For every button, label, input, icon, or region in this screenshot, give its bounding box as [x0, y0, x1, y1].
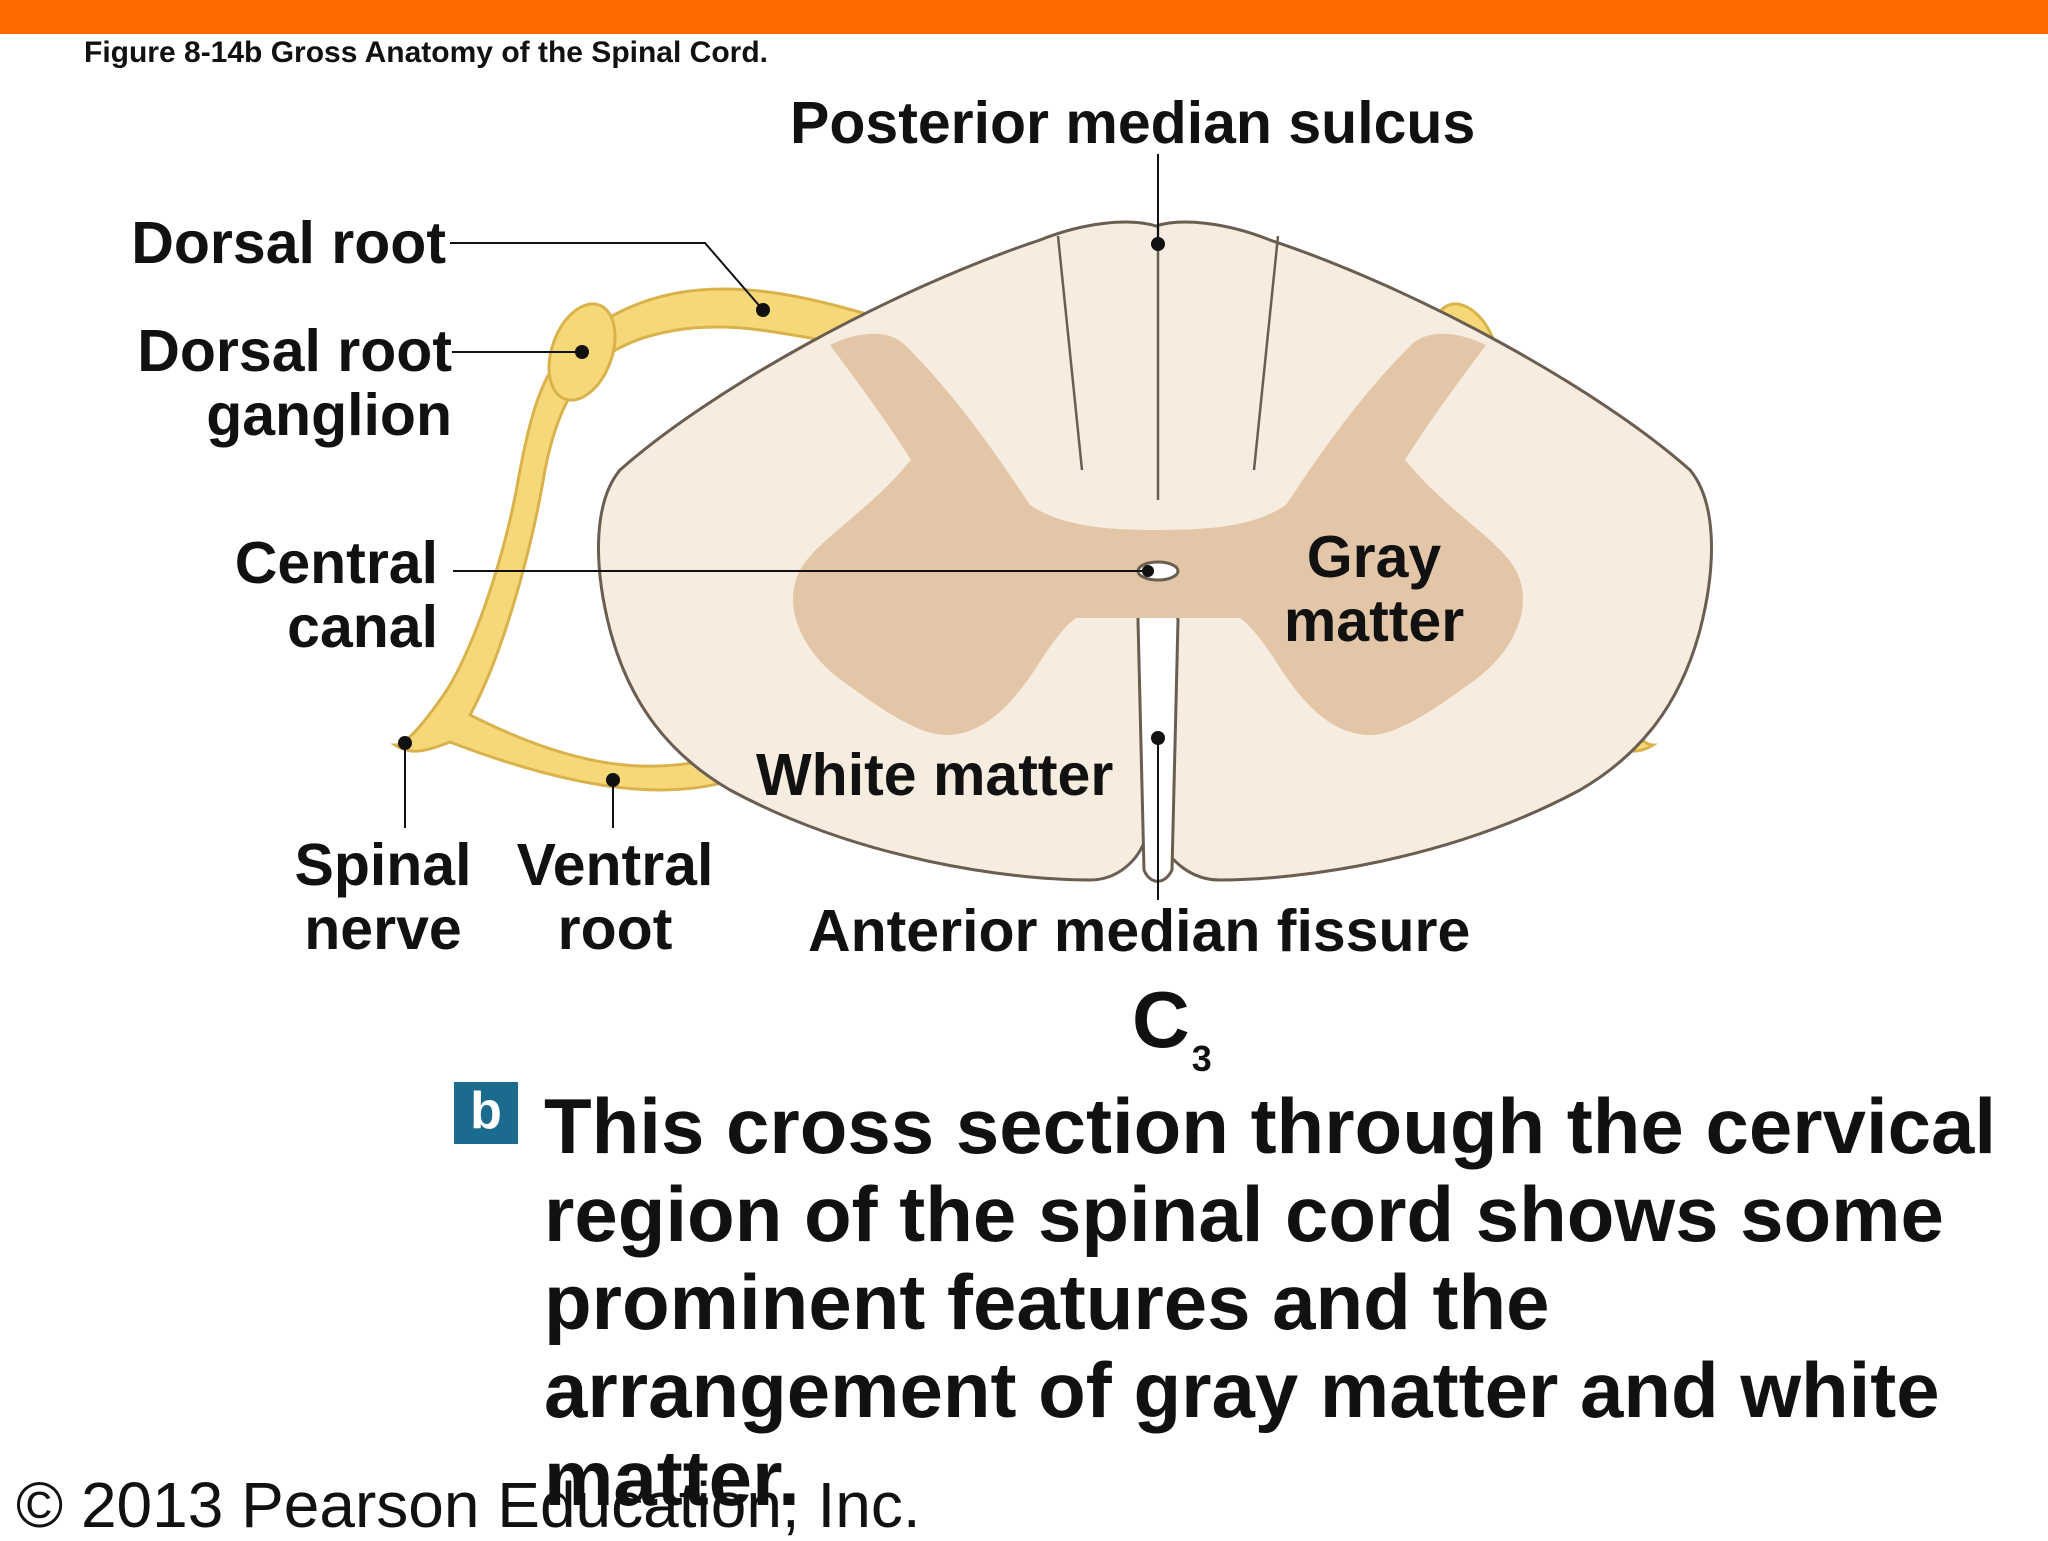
label-central-canal-line2: canal [287, 593, 438, 660]
figure-caption: This cross section through the cervical … [544, 1082, 1997, 1522]
label-dorsal-root-ganglion-line2: ganglion [206, 381, 452, 448]
label-central-canal: Central canal [150, 530, 438, 660]
segment-letter: C [1132, 975, 1190, 1064]
posterior-median-sulcus-dot [1151, 237, 1165, 251]
label-white-matter: White matter [756, 742, 1114, 808]
dorsal-root-dot [756, 303, 770, 317]
segment-number: 3 [1191, 1038, 1212, 1079]
label-gray-matter-line2: matter [1283, 587, 1465, 654]
label-gray-matter-line1: Gray [1306, 524, 1442, 590]
label-gray-matter: Gray matter [1262, 524, 1486, 654]
label-ventral-root-line1: Ventral [516, 832, 714, 898]
label-spinal-nerve: Spinal nerve [288, 832, 478, 962]
label-posterior-median-sulcus: Posterior median sulcus [790, 90, 1476, 156]
top-accent-bar [0, 0, 2048, 34]
label-dorsal-root-ganglion: Dorsal root ganglion [110, 318, 452, 448]
label-ventral-root: Ventral root [505, 832, 725, 962]
ventral-root-dot [606, 773, 620, 787]
gray-matter [793, 333, 1523, 735]
ganglion-dot [575, 345, 589, 359]
copyright-notice: © 2013 Pearson Education, Inc. [16, 1469, 921, 1541]
label-dorsal-root: Dorsal root [131, 210, 446, 276]
label-central-canal-line1: Central [234, 530, 438, 596]
anterior-median-fissure-dot [1151, 731, 1165, 745]
central-canal-dot [1142, 565, 1154, 577]
label-spinal-nerve-line1: Spinal [294, 832, 472, 898]
figure-title: Figure 8-14b Gross Anatomy of the Spinal… [84, 36, 768, 69]
label-anterior-median-fissure: Anterior median fissure [808, 898, 1471, 964]
label-dorsal-root-ganglion-line1: Dorsal root [137, 318, 452, 384]
label-ventral-root-line2: root [557, 895, 673, 962]
label-spinal-nerve-line2: nerve [304, 895, 462, 962]
segment-label: C3 [1132, 980, 1212, 1077]
dorsal-root-leader [450, 242, 764, 311]
panel-badge: b [454, 1082, 518, 1144]
spinal-nerve-dot [398, 736, 412, 750]
